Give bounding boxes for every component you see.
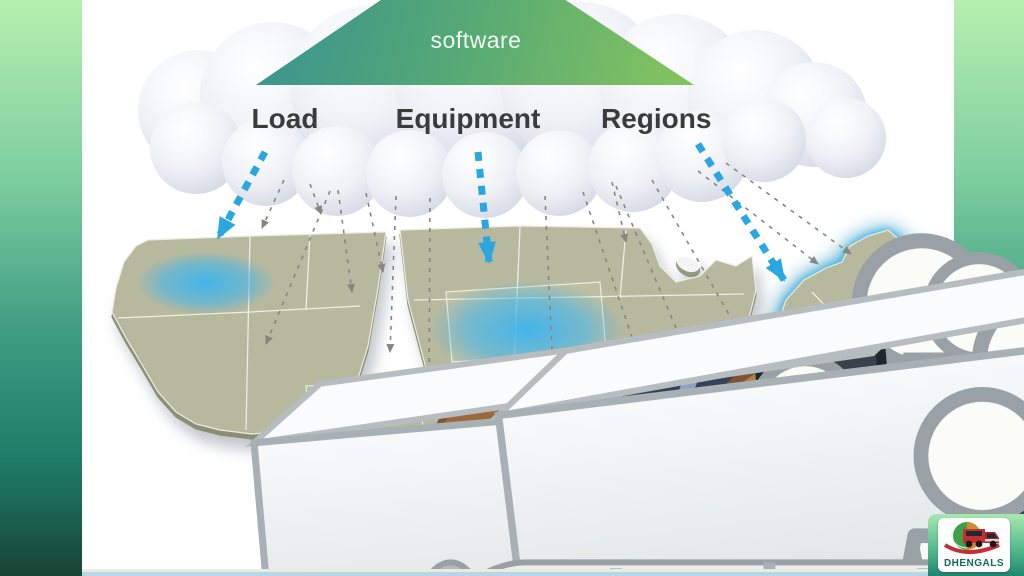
category-equipment: Equipment <box>395 103 541 134</box>
category-regions: Regions <box>601 103 712 134</box>
logo-brand-text: DHENGALS <box>943 558 1005 569</box>
texas-region <box>305 377 617 507</box>
category-load: Load <box>251 103 319 134</box>
logo-truck-icon <box>963 529 999 548</box>
load-highlight-glow <box>138 252 274 314</box>
software-label: software <box>430 27 522 53</box>
logo-art <box>943 522 1000 554</box>
southeast-region <box>615 359 847 557</box>
equipment-highlight-glow <box>432 282 622 377</box>
left-gradient-bar <box>0 0 82 576</box>
great-lake <box>675 251 701 273</box>
northeast-region-highlighted <box>773 229 937 367</box>
bottom-blue-strip <box>82 572 1024 576</box>
